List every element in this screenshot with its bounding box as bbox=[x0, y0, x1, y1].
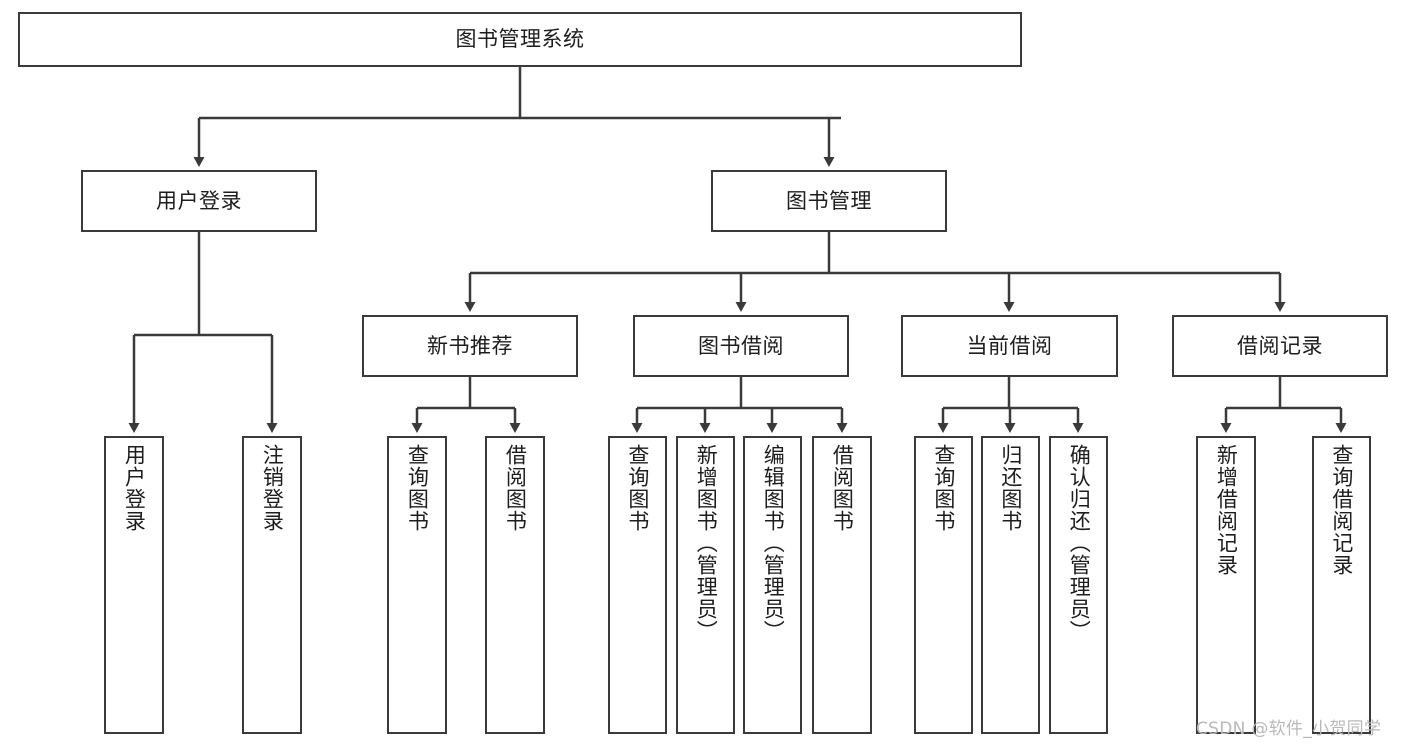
leaf-confirm-return-admin[interactable]: 确认归还（管理员） bbox=[1049, 436, 1108, 734]
node-label: 图书借阅 bbox=[698, 333, 784, 358]
leaf-edit-book-admin[interactable]: 编辑图书（管理员） bbox=[743, 436, 802, 734]
leaf-return-books[interactable]: 归还图书 bbox=[981, 436, 1040, 734]
node-label: 用户登录 bbox=[122, 444, 147, 532]
node-label: 借阅记录 bbox=[1237, 333, 1323, 358]
leaf-query-books-recommend[interactable]: 查询图书 bbox=[387, 436, 447, 734]
leaf-user-login[interactable]: 用户登录 bbox=[104, 436, 164, 734]
node-label: 注销登录 bbox=[260, 444, 285, 532]
node-borrow-records[interactable]: 借阅记录 bbox=[1172, 315, 1388, 377]
node-label: 当前借阅 bbox=[966, 333, 1053, 358]
leaf-query-books-borrow[interactable]: 查询图书 bbox=[608, 436, 667, 734]
leaf-query-borrow-record[interactable]: 查询借阅记录 bbox=[1312, 436, 1371, 734]
node-new-book-recommendation[interactable]: 新书推荐 bbox=[362, 315, 578, 377]
node-label: 借阅图书 bbox=[503, 444, 528, 532]
leaf-borrow-books-recommend[interactable]: 借阅图书 bbox=[485, 436, 545, 734]
leaf-add-borrow-record[interactable]: 新增借阅记录 bbox=[1196, 436, 1256, 734]
node-label: 查询图书 bbox=[405, 444, 430, 532]
node-label: 借阅图书 bbox=[830, 444, 855, 532]
node-label: 归还图书 bbox=[998, 444, 1023, 532]
leaf-add-book-admin[interactable]: 新增图书（管理员） bbox=[676, 436, 735, 734]
node-current-borrowing[interactable]: 当前借阅 bbox=[901, 315, 1118, 377]
node-book-borrowing[interactable]: 图书借阅 bbox=[633, 315, 849, 377]
node-root-book-management-system[interactable]: 图书管理系统 bbox=[18, 12, 1022, 67]
node-book-management[interactable]: 图书管理 bbox=[711, 170, 947, 232]
node-label: 图书管理系统 bbox=[455, 27, 585, 51]
node-label: 查询图书 bbox=[625, 444, 650, 532]
leaf-query-books-current[interactable]: 查询图书 bbox=[914, 436, 973, 734]
node-label: 用户登录 bbox=[156, 188, 242, 213]
node-label: 查询借阅记录 bbox=[1329, 444, 1354, 576]
node-label: 编辑图书（管理员） bbox=[761, 444, 786, 642]
leaf-borrow-books[interactable]: 借阅图书 bbox=[812, 436, 872, 734]
csdn-watermark: CSDN @软件_小贺同学 bbox=[1196, 719, 1382, 739]
node-label: 新增图书（管理员） bbox=[694, 444, 719, 642]
node-user-login[interactable]: 用户登录 bbox=[81, 170, 317, 232]
node-label: 确认归还（管理员） bbox=[1067, 444, 1092, 642]
node-label: 查询图书 bbox=[931, 444, 956, 532]
node-label: 新书推荐 bbox=[427, 333, 513, 358]
node-label: 新增借阅记录 bbox=[1214, 444, 1239, 576]
leaf-logout[interactable]: 注销登录 bbox=[242, 436, 302, 734]
node-label: 图书管理 bbox=[786, 188, 872, 213]
